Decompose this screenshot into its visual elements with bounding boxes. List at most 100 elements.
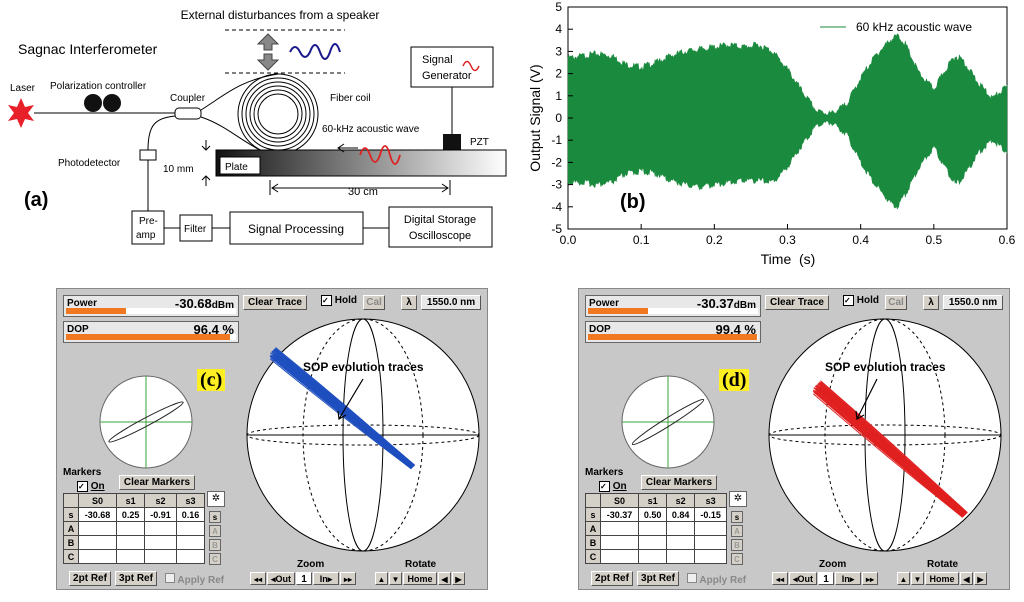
- side-button-c[interactable]: C: [731, 553, 743, 565]
- x-tick-label: 0.0: [560, 233, 577, 247]
- panel-a-label: (a): [24, 189, 48, 211]
- table-row: C: [63, 549, 206, 564]
- zoom-label: Zoom: [297, 559, 325, 570]
- markers-on-checkbox[interactable]: ✓ On: [599, 481, 627, 492]
- sop-trace-line: [275, 352, 416, 466]
- zoom-out-button[interactable]: ◂Out: [789, 572, 817, 585]
- dop-bar: [588, 334, 757, 340]
- 2pt-ref-button[interactable]: 2pt Ref: [591, 571, 633, 586]
- hold-checkbox[interactable]: ✓ Hold: [321, 295, 357, 306]
- zoom-last-button[interactable]: ▸▸: [862, 572, 878, 585]
- polarization-ellipse: [631, 398, 705, 446]
- 3pt-ref-button[interactable]: 3pt Ref: [637, 571, 679, 586]
- lambda-button[interactable]: λ: [923, 295, 939, 310]
- zoom-in-button[interactable]: In▸: [835, 572, 861, 585]
- rotate-left-button[interactable]: ◀: [960, 572, 973, 585]
- fiber-coil: [237, 73, 319, 155]
- marker-icon: ✲: [729, 491, 747, 507]
- sop-evolution-label: SOP evolution traces: [303, 360, 424, 374]
- 3pt-ref-button[interactable]: 3pt Ref: [115, 571, 157, 586]
- dop-value: 99.4 %: [715, 322, 756, 337]
- photodetector-label: Photodetector: [58, 158, 121, 169]
- table-row: C: [585, 549, 727, 564]
- clear-trace-button[interactable]: Clear Trace: [243, 295, 307, 310]
- apply-ref-checkbox[interactable]: Apply Ref: [687, 573, 746, 586]
- zoom-first-button[interactable]: ◂◂: [772, 572, 788, 585]
- rotate-up-button[interactable]: ▲: [897, 572, 910, 585]
- side-button-a[interactable]: A: [209, 525, 221, 537]
- disturbance-label: External disturbances from a speaker: [181, 8, 380, 22]
- pzt-block: [443, 134, 461, 150]
- wavelength-display: 1550.0 nm: [421, 295, 481, 310]
- zoom-in-button[interactable]: In▸: [313, 572, 339, 585]
- rotate-home-button[interactable]: Home: [403, 572, 437, 585]
- 2pt-ref-button[interactable]: 2pt Ref: [69, 571, 111, 586]
- sop-trace-line: [269, 358, 412, 470]
- acoustic-wave-label: 60-kHz acoustic wave: [322, 124, 420, 135]
- side-button-b[interactable]: B: [731, 539, 743, 551]
- rotate-right-button[interactable]: ▶: [974, 572, 987, 585]
- rotate-down-button[interactable]: ▼: [911, 572, 924, 585]
- y-tick-label: 5: [555, 0, 562, 14]
- clear-markers-button[interactable]: Clear Markers: [119, 475, 195, 490]
- rotate-home-button[interactable]: Home: [925, 572, 959, 585]
- cal-button[interactable]: Cal: [885, 295, 907, 310]
- clear-markers-button[interactable]: Clear Markers: [641, 475, 717, 490]
- zoom-last-button[interactable]: ▸▸: [340, 572, 356, 585]
- table-row: A: [63, 521, 206, 536]
- preamp-label: Pre-: [139, 216, 158, 227]
- x-tick-label: 0.4: [852, 233, 869, 247]
- wavelength-display: 1550.0 nm: [943, 295, 1003, 310]
- dop-bar: [66, 334, 230, 340]
- poincare-sphere: SOP evolution traces: [768, 318, 1002, 552]
- zoom-first-button[interactable]: ◂◂: [250, 572, 266, 585]
- rotate-up-button[interactable]: ▲: [375, 572, 388, 585]
- oscilloscope-label: Oscilloscope: [409, 230, 471, 242]
- y-tick-label: 3: [555, 44, 562, 58]
- sop-trace-line: [819, 386, 968, 514]
- side-button-a[interactable]: A: [731, 525, 743, 537]
- oscilloscope-label: Digital Storage: [404, 214, 476, 226]
- x-tick-label: 0.5: [925, 233, 942, 247]
- panel-label: (d): [719, 369, 750, 391]
- cal-button[interactable]: Cal: [363, 295, 385, 310]
- sop-trace-line: [820, 385, 968, 514]
- clear-trace-button[interactable]: Clear Trace: [765, 295, 829, 310]
- legend-label: 60 kHz acoustic wave: [856, 20, 972, 34]
- power-value: -30.68dBm: [174, 296, 234, 311]
- rotate-label: Rotate: [927, 559, 959, 570]
- table-row: B: [63, 535, 206, 550]
- signal-processing-label: Signal Processing: [248, 222, 344, 236]
- y-tick-label: 4: [555, 22, 562, 36]
- polarization-controller-label: Polarization controller: [50, 81, 147, 92]
- sop-trace-line: [818, 387, 967, 515]
- down-arrow-icon: [256, 53, 280, 71]
- zoom-out-button[interactable]: ◂Out: [267, 572, 295, 585]
- sop-trace-line: [274, 353, 415, 467]
- polarization-paddle-icon: [103, 94, 121, 112]
- dop-meter: DOP 99.4 %: [585, 321, 761, 343]
- lambda-button[interactable]: λ: [401, 295, 417, 310]
- signal-generator-label: Generator: [422, 70, 472, 82]
- side-button-s[interactable]: s: [209, 511, 221, 523]
- side-button-c[interactable]: C: [209, 553, 221, 565]
- zoom-label: Zoom: [819, 559, 847, 570]
- rotate-down-button[interactable]: ▼: [389, 572, 402, 585]
- sop-trace-line: [820, 381, 968, 513]
- rotate-right-button[interactable]: ▶: [452, 572, 465, 585]
- rotate-left-button[interactable]: ◀: [438, 572, 451, 585]
- side-button-s[interactable]: s: [731, 511, 743, 523]
- rotate-label: Rotate: [405, 559, 437, 570]
- markers-on-checkbox[interactable]: ✓ On: [77, 481, 105, 492]
- polarization-ellipse-view: [621, 375, 715, 469]
- y-tick-label: -3: [551, 178, 562, 192]
- apply-ref-checkbox[interactable]: Apply Ref: [165, 573, 224, 586]
- hold-checkbox[interactable]: ✓ Hold: [843, 295, 879, 306]
- side-button-b[interactable]: B: [209, 539, 221, 551]
- y-tick-label: -1: [551, 133, 562, 147]
- markers-title: Markers: [63, 467, 102, 478]
- length-label: 30 cm: [348, 186, 378, 198]
